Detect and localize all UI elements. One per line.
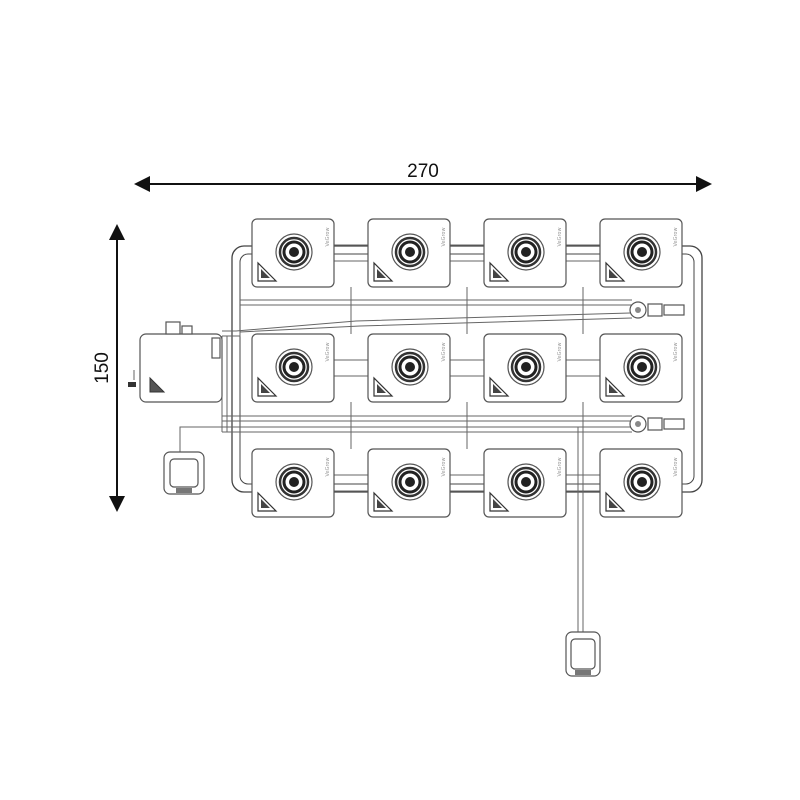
pot-brand-text: VeGrow <box>441 457 447 476</box>
pot-brand-text: VeGrow <box>325 342 331 361</box>
grow-pot: VeGrow <box>251 333 335 403</box>
net-cup-center <box>405 477 415 487</box>
net-cup-center <box>521 247 531 257</box>
pot-connector <box>565 359 601 377</box>
corner-triangle-fill <box>261 269 270 278</box>
valve-upper <box>629 301 685 319</box>
grow-pot: VeGrow <box>251 218 335 288</box>
valve-lower <box>629 415 685 433</box>
pot-brand-text: VeGrow <box>557 227 563 246</box>
air-pump-left <box>163 426 222 495</box>
feed-lines <box>221 299 633 433</box>
pot-brand-text: VeGrow <box>673 227 679 246</box>
height-label: 150 <box>92 352 113 384</box>
net-cup-center <box>637 247 647 257</box>
net-cup-center <box>289 362 299 372</box>
pot-brand-text: VeGrow <box>441 342 447 361</box>
grow-pot: VeGrow <box>483 218 567 288</box>
height-dimension: 150 <box>92 224 125 512</box>
corner-triangle-fill <box>493 499 502 508</box>
pot-brand-text: VeGrow <box>557 342 563 361</box>
net-cup-center <box>637 362 647 372</box>
net-cup-center <box>521 477 531 487</box>
pot-connector <box>449 474 485 492</box>
corner-triangle-fill <box>609 499 618 508</box>
grow-pot: VeGrow <box>367 333 451 403</box>
pot-connector <box>449 359 485 377</box>
corner-triangle-fill <box>493 269 502 278</box>
grow-pot: VeGrow <box>367 218 451 288</box>
pot-connector <box>565 244 601 262</box>
corner-triangle-fill <box>609 269 618 278</box>
pot-connector <box>333 474 369 492</box>
net-cup-center <box>637 477 647 487</box>
pot-brand-text: VeGrow <box>673 457 679 476</box>
valves <box>629 301 685 433</box>
net-cup-center <box>405 362 415 372</box>
control-reservoir <box>128 321 223 403</box>
net-cup-center <box>521 362 531 372</box>
width-label: 270 <box>407 161 439 182</box>
pot-brand-text: VeGrow <box>557 457 563 476</box>
grow-pot: VeGrow <box>251 448 335 518</box>
corner-triangle-fill <box>261 499 270 508</box>
net-cup-center <box>289 477 299 487</box>
net-cup-center <box>405 247 415 257</box>
grow-pot: VeGrow <box>483 448 567 518</box>
grow-pot: VeGrow <box>483 333 567 403</box>
grow-pot: VeGrow <box>599 218 683 288</box>
pot-connector <box>333 244 369 262</box>
corner-triangle-fill <box>493 384 502 393</box>
pot-brand-text: VeGrow <box>325 227 331 246</box>
pot-brand-text: VeGrow <box>673 342 679 361</box>
air-pump-bottom <box>565 427 601 677</box>
pipe-loop <box>231 245 703 493</box>
corner-triangle-fill <box>377 269 386 278</box>
width-dimension: 270 <box>134 161 712 192</box>
grow-pot: VeGrow <box>599 448 683 518</box>
corner-triangle-fill <box>377 384 386 393</box>
corner-triangle-fill <box>377 499 386 508</box>
pot-brand-text: VeGrow <box>441 227 447 246</box>
corner-triangle-fill <box>609 384 618 393</box>
grow-pot: VeGrow <box>367 448 451 518</box>
net-cup-center <box>289 247 299 257</box>
pot-connector <box>449 244 485 262</box>
grow-pot: VeGrow <box>599 333 683 403</box>
pot-connector <box>333 359 369 377</box>
pot-brand-text: VeGrow <box>325 457 331 476</box>
corner-triangle-fill <box>261 384 270 393</box>
